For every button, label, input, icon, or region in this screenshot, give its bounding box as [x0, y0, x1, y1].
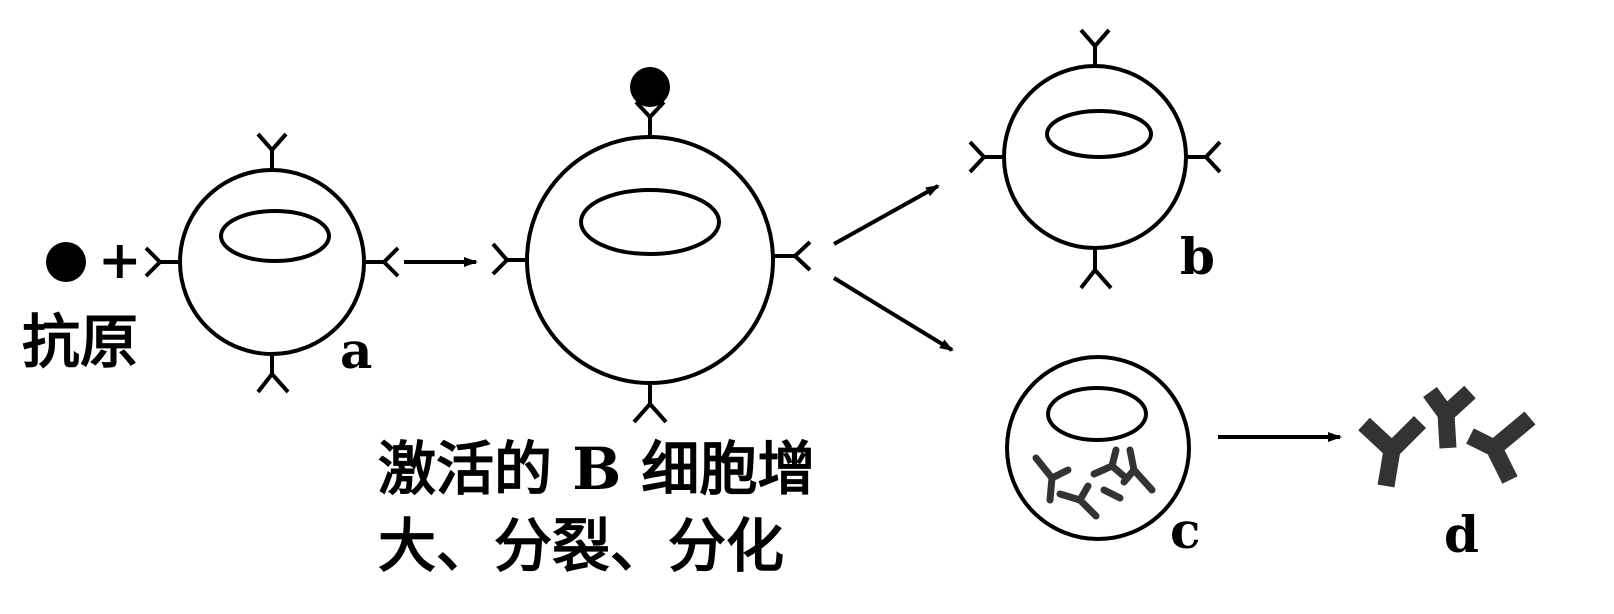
- receptor-icon: [364, 246, 400, 278]
- receptor-icon: [256, 354, 290, 394]
- arrow-icon: [833, 184, 940, 246]
- antibody-icon: [1423, 385, 1476, 449]
- cell-b-nucleus: [1045, 109, 1153, 159]
- receptor-icon: [968, 140, 1004, 174]
- receptor-icon: [1186, 140, 1222, 174]
- receptor-icon: [1079, 28, 1111, 66]
- antigen-icon: [46, 242, 86, 282]
- receptor-icon: [144, 246, 180, 278]
- receptor-icon: [1079, 248, 1113, 290]
- cell-a-label: a: [340, 321, 372, 380]
- cell-c-label: c: [1170, 501, 1200, 560]
- activated-caption-line2: 大、分裂、分化: [378, 512, 784, 580]
- activated-b-cell: [491, 100, 812, 424]
- activated-cell-membrane: [525, 135, 775, 385]
- cell-c-nucleus: [1046, 386, 1148, 442]
- activated-caption-line1: 激活的 B 细胞增: [378, 435, 815, 503]
- receptor-icon: [773, 240, 812, 272]
- antigen-label: 抗原: [22, 308, 138, 376]
- cell-b: [968, 28, 1222, 290]
- receptor-icon: [632, 383, 668, 424]
- receptor-icon: [491, 242, 527, 276]
- arrow-icon: [832, 276, 954, 352]
- receptor-icon: [634, 100, 666, 137]
- antibody-d-label: d: [1444, 505, 1479, 564]
- cell-a-nucleus: [219, 209, 331, 263]
- plus-sign: +: [98, 230, 142, 291]
- cell-c-membrane: [1005, 355, 1191, 541]
- antibody-icon: [1466, 411, 1536, 484]
- cell-a: [144, 132, 400, 394]
- cell-c: [1005, 355, 1191, 541]
- receptor-icon: [256, 132, 288, 170]
- bound-antigen-icon: [630, 67, 670, 107]
- cell-b-label: b: [1180, 227, 1215, 286]
- antibody-icon: [1358, 415, 1427, 488]
- antibody-icons: [1358, 385, 1536, 488]
- antibody-cluster-icon: [1032, 446, 1156, 520]
- activated-cell-nucleus: [579, 188, 721, 256]
